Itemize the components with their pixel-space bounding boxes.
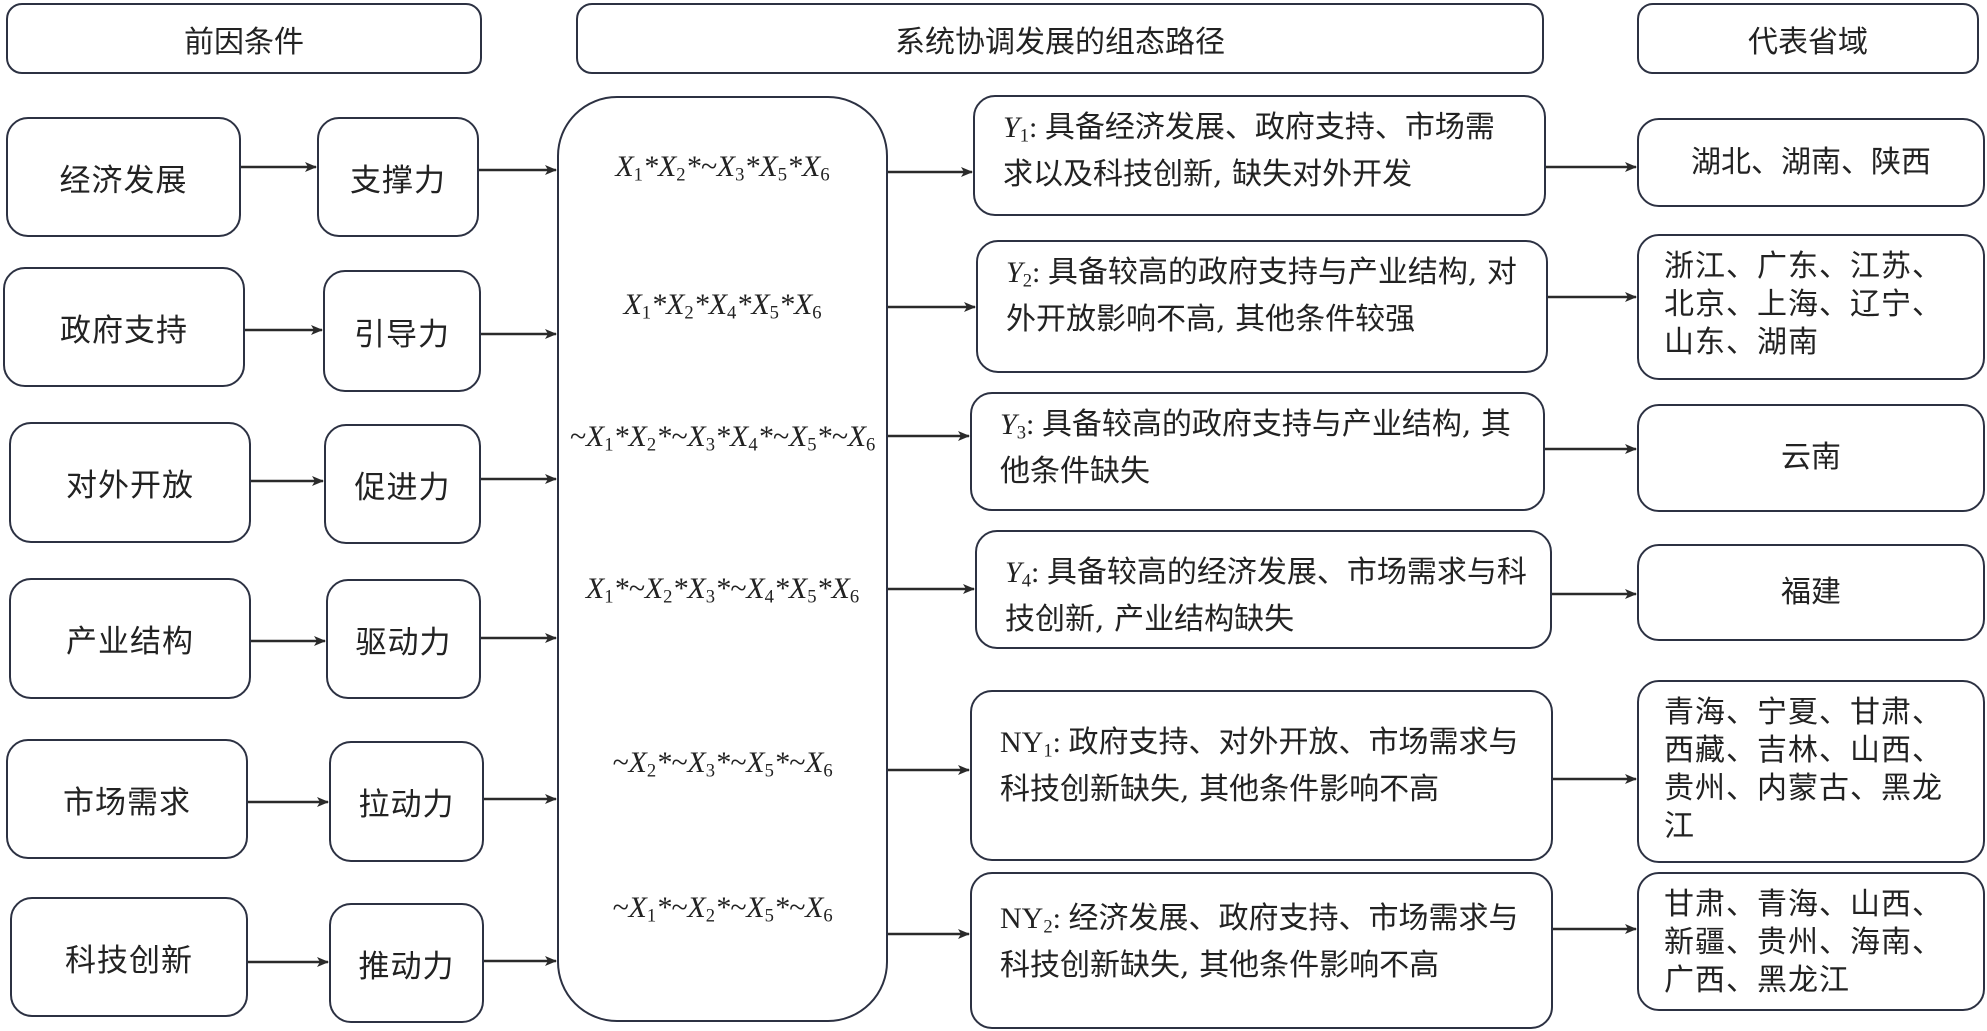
formula-term: ~X5 — [772, 420, 817, 456]
condition-box: 科技创新 — [10, 897, 248, 1017]
province-box: 浙江、广东、江苏、北京、上海、辽宁、山东、湖南 — [1637, 234, 1985, 380]
formula-term: X5 — [751, 288, 779, 324]
formula: ~X2*~X3*~X5*~X6 — [612, 746, 833, 782]
force-box: 支撑力 — [317, 117, 479, 237]
formula-term: ~X2 — [671, 891, 715, 927]
formula-term: ~X2 — [628, 572, 673, 608]
province-list: 湖北、湖南、陕西 — [1691, 144, 1931, 180]
formula: X1*X2*X4*X5*X6 — [623, 288, 822, 324]
force-label: 引导力 — [354, 316, 450, 353]
force-box: 拉动力 — [329, 741, 484, 862]
path-description-box: Y4: 具备较高的经济发展、市场需求与科技创新, 产业结构缺失 — [975, 530, 1552, 649]
formula-term: ~X4 — [730, 572, 774, 608]
force-box: 推动力 — [329, 903, 484, 1023]
province-box: 湖北、湖南、陕西 — [1637, 118, 1985, 207]
condition-label: 市场需求 — [63, 784, 191, 821]
formula-term: X4 — [730, 420, 758, 456]
header-paths-label: 系统协调发展的组态路径 — [895, 24, 1225, 60]
condition-label: 产业结构 — [66, 624, 194, 660]
formula: ~X1*X2*~X3*X4*~X5*~X6 — [569, 420, 876, 456]
condition-box: 市场需求 — [6, 739, 248, 859]
formula-term: ~X6 — [831, 420, 876, 456]
formula-term: X2 — [657, 150, 686, 186]
path-label: Y1: — [1003, 111, 1045, 147]
condition-box: 产业结构 — [9, 578, 251, 699]
path-description: 具备较高的政府支持与产业结构, 对外开放影响不高, 其他条件较强 — [1006, 255, 1517, 337]
path-label: Y3: — [1000, 408, 1042, 444]
header-provinces-label: 代表省域 — [1748, 24, 1868, 60]
province-list: 甘肃、青海、山西、新疆、贵州、海南、广西、黑龙江 — [1664, 887, 1943, 998]
path-description: 具备经济发展、政府支持、市场需求以及科技创新, 缺失对外开发 — [1003, 110, 1495, 192]
force-label: 支撑力 — [350, 162, 446, 199]
formula: X1*X2*~X3*X5*X6 — [615, 150, 830, 186]
formula-term: ~X2 — [612, 746, 657, 782]
formula-term: ~X3 — [671, 420, 715, 456]
formula: ~X1*~X2*~X5*~X6 — [612, 891, 833, 927]
province-list: 浙江、广东、江苏、北京、上海、辽宁、山东、湖南 — [1664, 249, 1943, 360]
condition-label: 科技创新 — [65, 942, 193, 979]
force-box: 驱动力 — [326, 579, 481, 699]
path-description-box: NY1: 政府支持、对外开放、市场需求与科技创新缺失, 其他条件影响不高 — [970, 690, 1553, 861]
formula-term: X2 — [666, 288, 694, 324]
formula-term: X6 — [831, 572, 860, 608]
force-box: 引导力 — [323, 270, 481, 392]
path-description: 政府支持、对外开放、市场需求与科技创新缺失, 其他条件影响不高 — [1000, 725, 1519, 807]
path-description-box: Y2: 具备较高的政府支持与产业结构, 对外开放影响不高, 其他条件较强 — [976, 240, 1548, 373]
formula-term: ~X3 — [671, 746, 715, 782]
path-description-box: Y1: 具备经济发展、政府支持、市场需求以及科技创新, 缺失对外开发 — [973, 95, 1546, 216]
condition-box: 对外开放 — [9, 422, 251, 543]
path-description: 具备较高的政府支持与产业结构, 其他条件缺失 — [1000, 407, 1511, 489]
path-description: 经济发展、政府支持、市场需求与科技创新缺失, 其他条件影响不高 — [1000, 901, 1519, 983]
province-box: 福建 — [1637, 544, 1985, 641]
path-label: Y2: — [1006, 256, 1048, 292]
formula-term: ~X1 — [569, 420, 614, 456]
province-box: 甘肃、青海、山西、新疆、贵州、海南、广西、黑龙江 — [1637, 872, 1985, 1011]
formula-term: X1 — [623, 288, 652, 324]
header-paths: 系统协调发展的组态路径 — [576, 3, 1544, 74]
path-label: NY1: — [1000, 726, 1069, 762]
condition-box: 政府支持 — [3, 267, 245, 387]
force-label: 拉动力 — [358, 787, 455, 823]
province-list: 青海、宁夏、甘肃、西藏、吉林、山西、贵州、内蒙古、黑龙江 — [1664, 695, 1943, 844]
formula-term: X3 — [687, 572, 715, 608]
province-list: 云南 — [1781, 440, 1841, 475]
path-label: Y4: — [1005, 556, 1047, 592]
formula-term: ~X6 — [788, 746, 833, 782]
province-list: 福建 — [1781, 574, 1841, 610]
force-label: 推动力 — [358, 948, 455, 985]
province-box: 云南 — [1637, 404, 1985, 512]
condition-label: 政府支持 — [60, 312, 188, 349]
formula-term: X6 — [793, 288, 822, 324]
path-description: 具备较高的经济发展、市场需求与科技创新, 产业结构缺失 — [1005, 555, 1527, 637]
force-box: 促进力 — [324, 424, 481, 544]
formula-term: X4 — [708, 288, 737, 324]
formula-term: ~X5 — [730, 746, 774, 782]
formula-term: ~X5 — [730, 891, 774, 927]
formula-term: ~X1 — [612, 891, 657, 927]
header-conditions: 前因条件 — [6, 3, 482, 74]
formula-term: X1 — [615, 150, 643, 186]
force-label: 促进力 — [354, 469, 451, 506]
condition-box: 经济发展 — [6, 117, 241, 237]
configuration-paths-box: X1*X2*~X3*X5*X6 X1*X2*X4*X5*X6 ~X1*X2*~X… — [557, 96, 888, 1022]
header-conditions-label: 前因条件 — [184, 24, 304, 60]
force-label: 驱动力 — [355, 624, 452, 661]
condition-label: 经济发展 — [59, 162, 188, 199]
condition-label: 对外开放 — [66, 468, 194, 504]
path-description-box: Y3: 具备较高的政府支持与产业结构, 其他条件缺失 — [970, 392, 1545, 511]
path-description-box: NY2: 经济发展、政府支持、市场需求与科技创新缺失, 其他条件影响不高 — [970, 872, 1553, 1029]
formula-term: X2 — [628, 420, 657, 456]
header-provinces: 代表省域 — [1637, 3, 1979, 74]
formula-term: X1 — [585, 572, 614, 608]
formula-term: X5 — [788, 572, 817, 608]
formula-term: ~X3 — [700, 150, 745, 186]
province-box: 青海、宁夏、甘肃、西藏、吉林、山西、贵州、内蒙古、黑龙江 — [1637, 680, 1985, 863]
formula: X1*~X2*X3*~X4*X5*X6 — [585, 572, 860, 608]
formula-term: X5 — [759, 150, 788, 186]
formula-term: X6 — [802, 150, 830, 186]
formula-term: ~X6 — [788, 891, 833, 927]
path-label: NY2: — [1000, 902, 1069, 938]
